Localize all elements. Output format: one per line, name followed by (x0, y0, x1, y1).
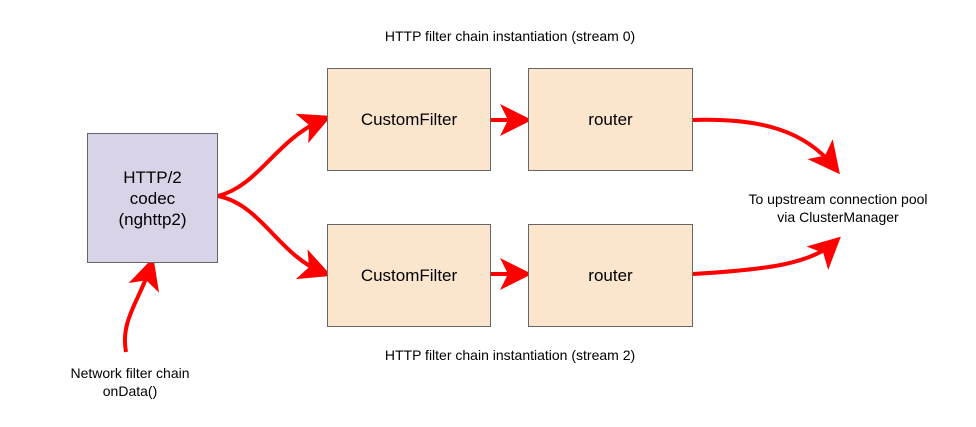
arrow-router-2-to-upstream (692, 236, 841, 276)
arrow-network-to-codec (122, 257, 160, 353)
customfilter-box-stream-0: CustomFilter (327, 68, 491, 171)
http2-codec-box: HTTP/2 codec (nghttp2) (87, 133, 218, 263)
stream-2-caption: HTTP filter chain instantiation (stream … (384, 347, 636, 363)
router-box-stream-0: router (528, 68, 693, 171)
arrow-codec-to-customfilter-0 (217, 113, 332, 198)
upstream-pool-label: To upstream connection pool via ClusterM… (748, 191, 928, 225)
arrow-codec-to-customfilter-2 (217, 194, 332, 280)
customfilter-box-stream-2: CustomFilter (327, 224, 491, 327)
network-filter-chain-label: Network filter chain onData() (70, 365, 190, 399)
stream-0-caption: HTTP filter chain instantiation (stream … (384, 28, 636, 44)
router-box-stream-2: router (528, 224, 693, 327)
arrow-router-0-to-upstream (692, 117, 840, 175)
